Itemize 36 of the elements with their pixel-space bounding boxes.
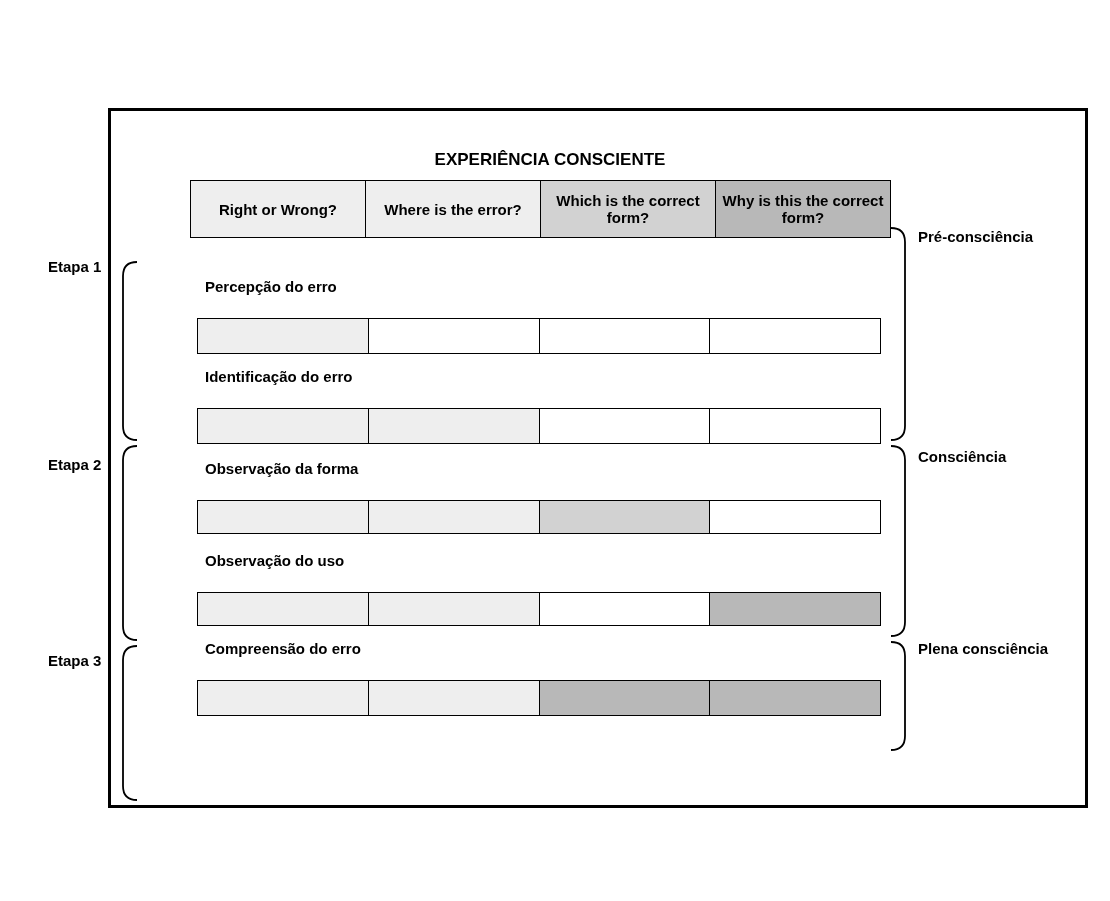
shaded-cell xyxy=(367,680,540,716)
shaded-cell xyxy=(709,318,881,354)
shaded-cell xyxy=(538,500,711,534)
shaded-cell xyxy=(538,592,711,626)
shaded-cell xyxy=(367,592,540,626)
row-heading: Compreensão do erro xyxy=(205,640,361,657)
shaded-cell xyxy=(709,500,881,534)
stage-label: Pré-consciência xyxy=(918,228,1034,245)
stage-label: Etapa 1 xyxy=(48,258,102,275)
shaded-cell xyxy=(538,680,711,716)
column-header: Where is the error? xyxy=(365,180,541,238)
shaded-cell xyxy=(367,500,540,534)
column-header: Why is this the correct form? xyxy=(715,180,891,238)
stage-label: Consciência xyxy=(918,448,1007,465)
shaded-cell xyxy=(538,408,711,444)
column-header: Right or Wrong? xyxy=(190,180,366,238)
row-heading: Observação do uso xyxy=(205,552,345,569)
shaded-cell xyxy=(197,592,369,626)
row-heading: Identificação do erro xyxy=(205,368,353,385)
shaded-cell xyxy=(709,408,881,444)
shaded-cell xyxy=(197,680,369,716)
stage-label: Plena consciência xyxy=(918,640,1049,657)
shaded-cell xyxy=(709,592,881,626)
row-heading: Percepção do erro xyxy=(205,278,337,295)
shaded-cell xyxy=(197,318,369,354)
diagram-title: EXPERIÊNCIA CONSCIENTE xyxy=(433,150,667,170)
stage-label: Etapa 2 xyxy=(48,456,102,473)
shaded-cell xyxy=(367,318,540,354)
shaded-cell xyxy=(367,408,540,444)
shaded-cell xyxy=(709,680,881,716)
stage-label: Etapa 3 xyxy=(48,652,102,669)
row-heading: Observação da forma xyxy=(205,460,359,477)
shaded-cell xyxy=(538,318,711,354)
shaded-cell xyxy=(197,500,369,534)
column-header: Which is the correct form? xyxy=(540,180,716,238)
shaded-cell xyxy=(197,408,369,444)
